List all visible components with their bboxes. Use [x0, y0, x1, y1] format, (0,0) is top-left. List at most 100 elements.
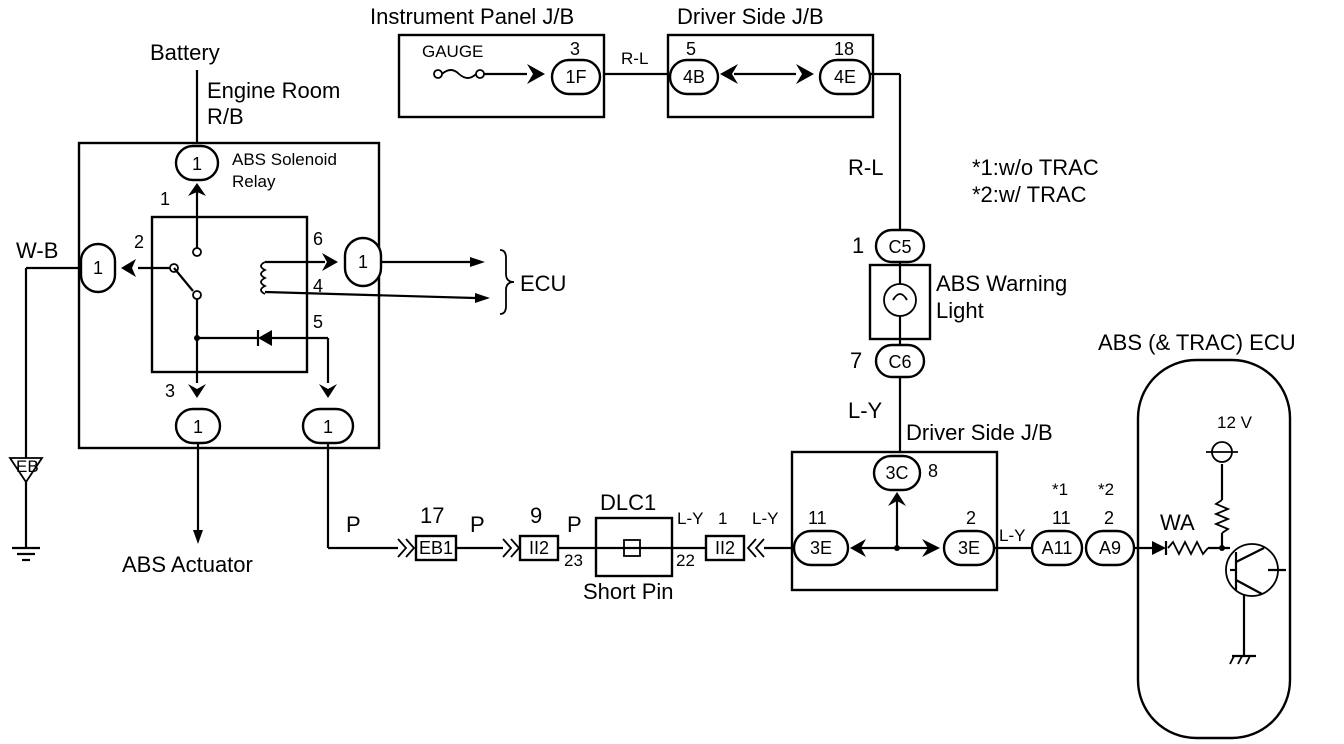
warning-light-label-1: ABS Warning — [936, 271, 1067, 296]
relay-coil — [260, 261, 268, 295]
ds-pin-5: 5 — [686, 39, 696, 59]
relay-label-1: ABS Solenoid — [232, 150, 337, 169]
relay-pin-6: 6 — [313, 229, 323, 249]
wire-p-1: P — [346, 512, 361, 537]
ecu-resistor-2 — [1213, 499, 1231, 534]
wire-l-y-1: L-Y — [677, 509, 703, 528]
gauge-fuse-left — [433, 69, 443, 79]
wire-l-y-3: L-Y — [999, 526, 1025, 545]
ground-eb-label: EB — [16, 457, 39, 476]
abs-warning-light: C5 1 ABS Warning Light C6 7 L-Y — [848, 228, 1067, 452]
relay-pin-1: 1 — [160, 189, 170, 209]
relay-pin-3: 3 — [165, 381, 175, 401]
relay-pin-5: 5 — [313, 312, 323, 332]
switch-contact-bottom — [192, 290, 202, 300]
ds-3e-pin-2: 2 — [966, 508, 976, 528]
ii2-right-label: II2 — [715, 538, 735, 558]
rb-left-connector-label: 1 — [93, 258, 103, 278]
ground-eb-symbol — [8, 457, 44, 484]
driver-side-jb-bottom: Driver Side J/B 3C 8 3E 11 3E 2 — [790, 420, 1053, 592]
wire-r-l-vertical: R-L — [848, 155, 883, 180]
c5-pin-1: 1 — [852, 233, 864, 258]
rb-right-arrow — [322, 253, 338, 271]
relay-label-2: Relay — [232, 172, 276, 191]
transistor-collector — [1235, 547, 1265, 563]
ds-3e-pin-11: 11 — [808, 508, 827, 528]
ds-3c-pin-8: 8 — [928, 461, 938, 481]
dlc-pin-22: 22 — [676, 551, 695, 570]
wire-w-b: W-B — [16, 238, 58, 263]
engine-room-rb: Battery Engine Room R/B ABS Solenoid Rel… — [8, 40, 566, 577]
rb-top-arrow — [188, 183, 206, 196]
bottom-wire-chain: P EB1 17 P II2 9 P 23 DLC1 Short Pin 22 … — [326, 443, 1136, 604]
coil-pin4-wire — [264, 290, 476, 300]
engine-room-rb-box — [77, 141, 381, 450]
instrument-panel-jb-label: Instrument Panel J/B — [370, 4, 574, 29]
rb-top-connector-label: 1 — [192, 154, 202, 174]
rb-label: R/B — [207, 104, 244, 129]
eb1-pin-17: 17 — [420, 503, 444, 528]
driver-side-jb-bottom-label: Driver Side J/B — [906, 420, 1053, 445]
ii2-right-chevron — [746, 538, 765, 558]
diode-symbol — [258, 330, 272, 346]
eb1-label: EB1 — [419, 538, 453, 558]
ecu-brace — [499, 249, 515, 315]
ds-3e-left-label: 3E — [810, 538, 832, 558]
switch-contact-top — [192, 247, 202, 257]
ii2-left-label: II2 — [529, 538, 549, 558]
ds-3c-label: 3C — [885, 463, 908, 483]
wire-p-2: P — [470, 512, 485, 537]
abs-solenoid-relay-box — [150, 215, 309, 374]
transistor-emitter — [1235, 579, 1263, 595]
ii2-left-chevron — [502, 538, 521, 558]
ds-4b-label: 4B — [683, 67, 705, 87]
star-1-label: *1 — [1052, 480, 1068, 499]
driver-side-jb-top-box — [666, 33, 875, 119]
ds-4b-connector — [668, 58, 720, 96]
short-pin-icon — [623, 539, 641, 557]
ds-4e-arrow — [796, 64, 814, 84]
ecu-ground-hatch-3 — [1245, 655, 1251, 665]
ds-3c-connector — [872, 454, 922, 492]
instrument-panel-jb-box — [397, 33, 606, 119]
abs-trac-ecu: ABS (& TRAC) ECU WA 12 V — [1098, 330, 1296, 740]
ip-1f-connector — [550, 58, 602, 96]
ds-3e-left-arrow — [850, 539, 866, 557]
wa-label: WA — [1160, 510, 1195, 535]
pin4-ecu-arrow — [475, 293, 490, 303]
relay-pin-2: 2 — [134, 232, 144, 252]
driver-side-jb-bottom-box — [790, 450, 999, 592]
note-1: *1:w/o TRAC — [972, 155, 1099, 180]
a11-pin-11: 11 — [1052, 508, 1071, 528]
wire-p-3: P — [567, 512, 582, 537]
ecu-resistor-1 — [1167, 539, 1209, 557]
short-pin-label: Short Pin — [583, 579, 674, 604]
engine-room-label: Engine Room — [207, 78, 340, 103]
top-junction-blocks: Instrument Panel J/B GAUGE 1F 3 R-L Driv… — [370, 4, 902, 230]
warning-light-label-2: Light — [936, 298, 984, 323]
wire-l-y-2: L-Y — [752, 509, 778, 528]
rb-top-connector — [174, 144, 220, 182]
abs-trac-ecu-label: ABS (& TRAC) ECU — [1098, 330, 1296, 355]
pin6-ecu-arrow — [470, 257, 485, 267]
gauge-fuse-right — [475, 69, 485, 79]
ds-pin-18: 18 — [834, 39, 854, 59]
ip-1f-label: 1F — [565, 67, 586, 87]
rb-bottom-right-arrow — [319, 384, 337, 398]
ecu-ground-hatch-2 — [1237, 655, 1243, 665]
rb-left-arrow — [121, 259, 136, 277]
ds-4b-arrow — [720, 64, 738, 84]
twelve-v-label: 12 V — [1217, 413, 1253, 432]
gauge-fuse — [441, 69, 477, 79]
ecu-label: ECU — [520, 271, 566, 296]
relay-pin-4: 4 — [313, 276, 323, 296]
a11-connector — [1030, 529, 1084, 567]
rb-bottom-left-connector-label: 1 — [193, 417, 203, 437]
dlc-pin-23: 23 — [564, 551, 583, 570]
abs-actuator-label: ABS Actuator — [122, 552, 253, 577]
a9-pin-2: 2 — [1104, 508, 1114, 528]
ii2-pin-9: 9 — [530, 503, 542, 528]
rb-bottom-left-arrow — [188, 384, 206, 398]
ecu-diode — [1152, 541, 1166, 555]
